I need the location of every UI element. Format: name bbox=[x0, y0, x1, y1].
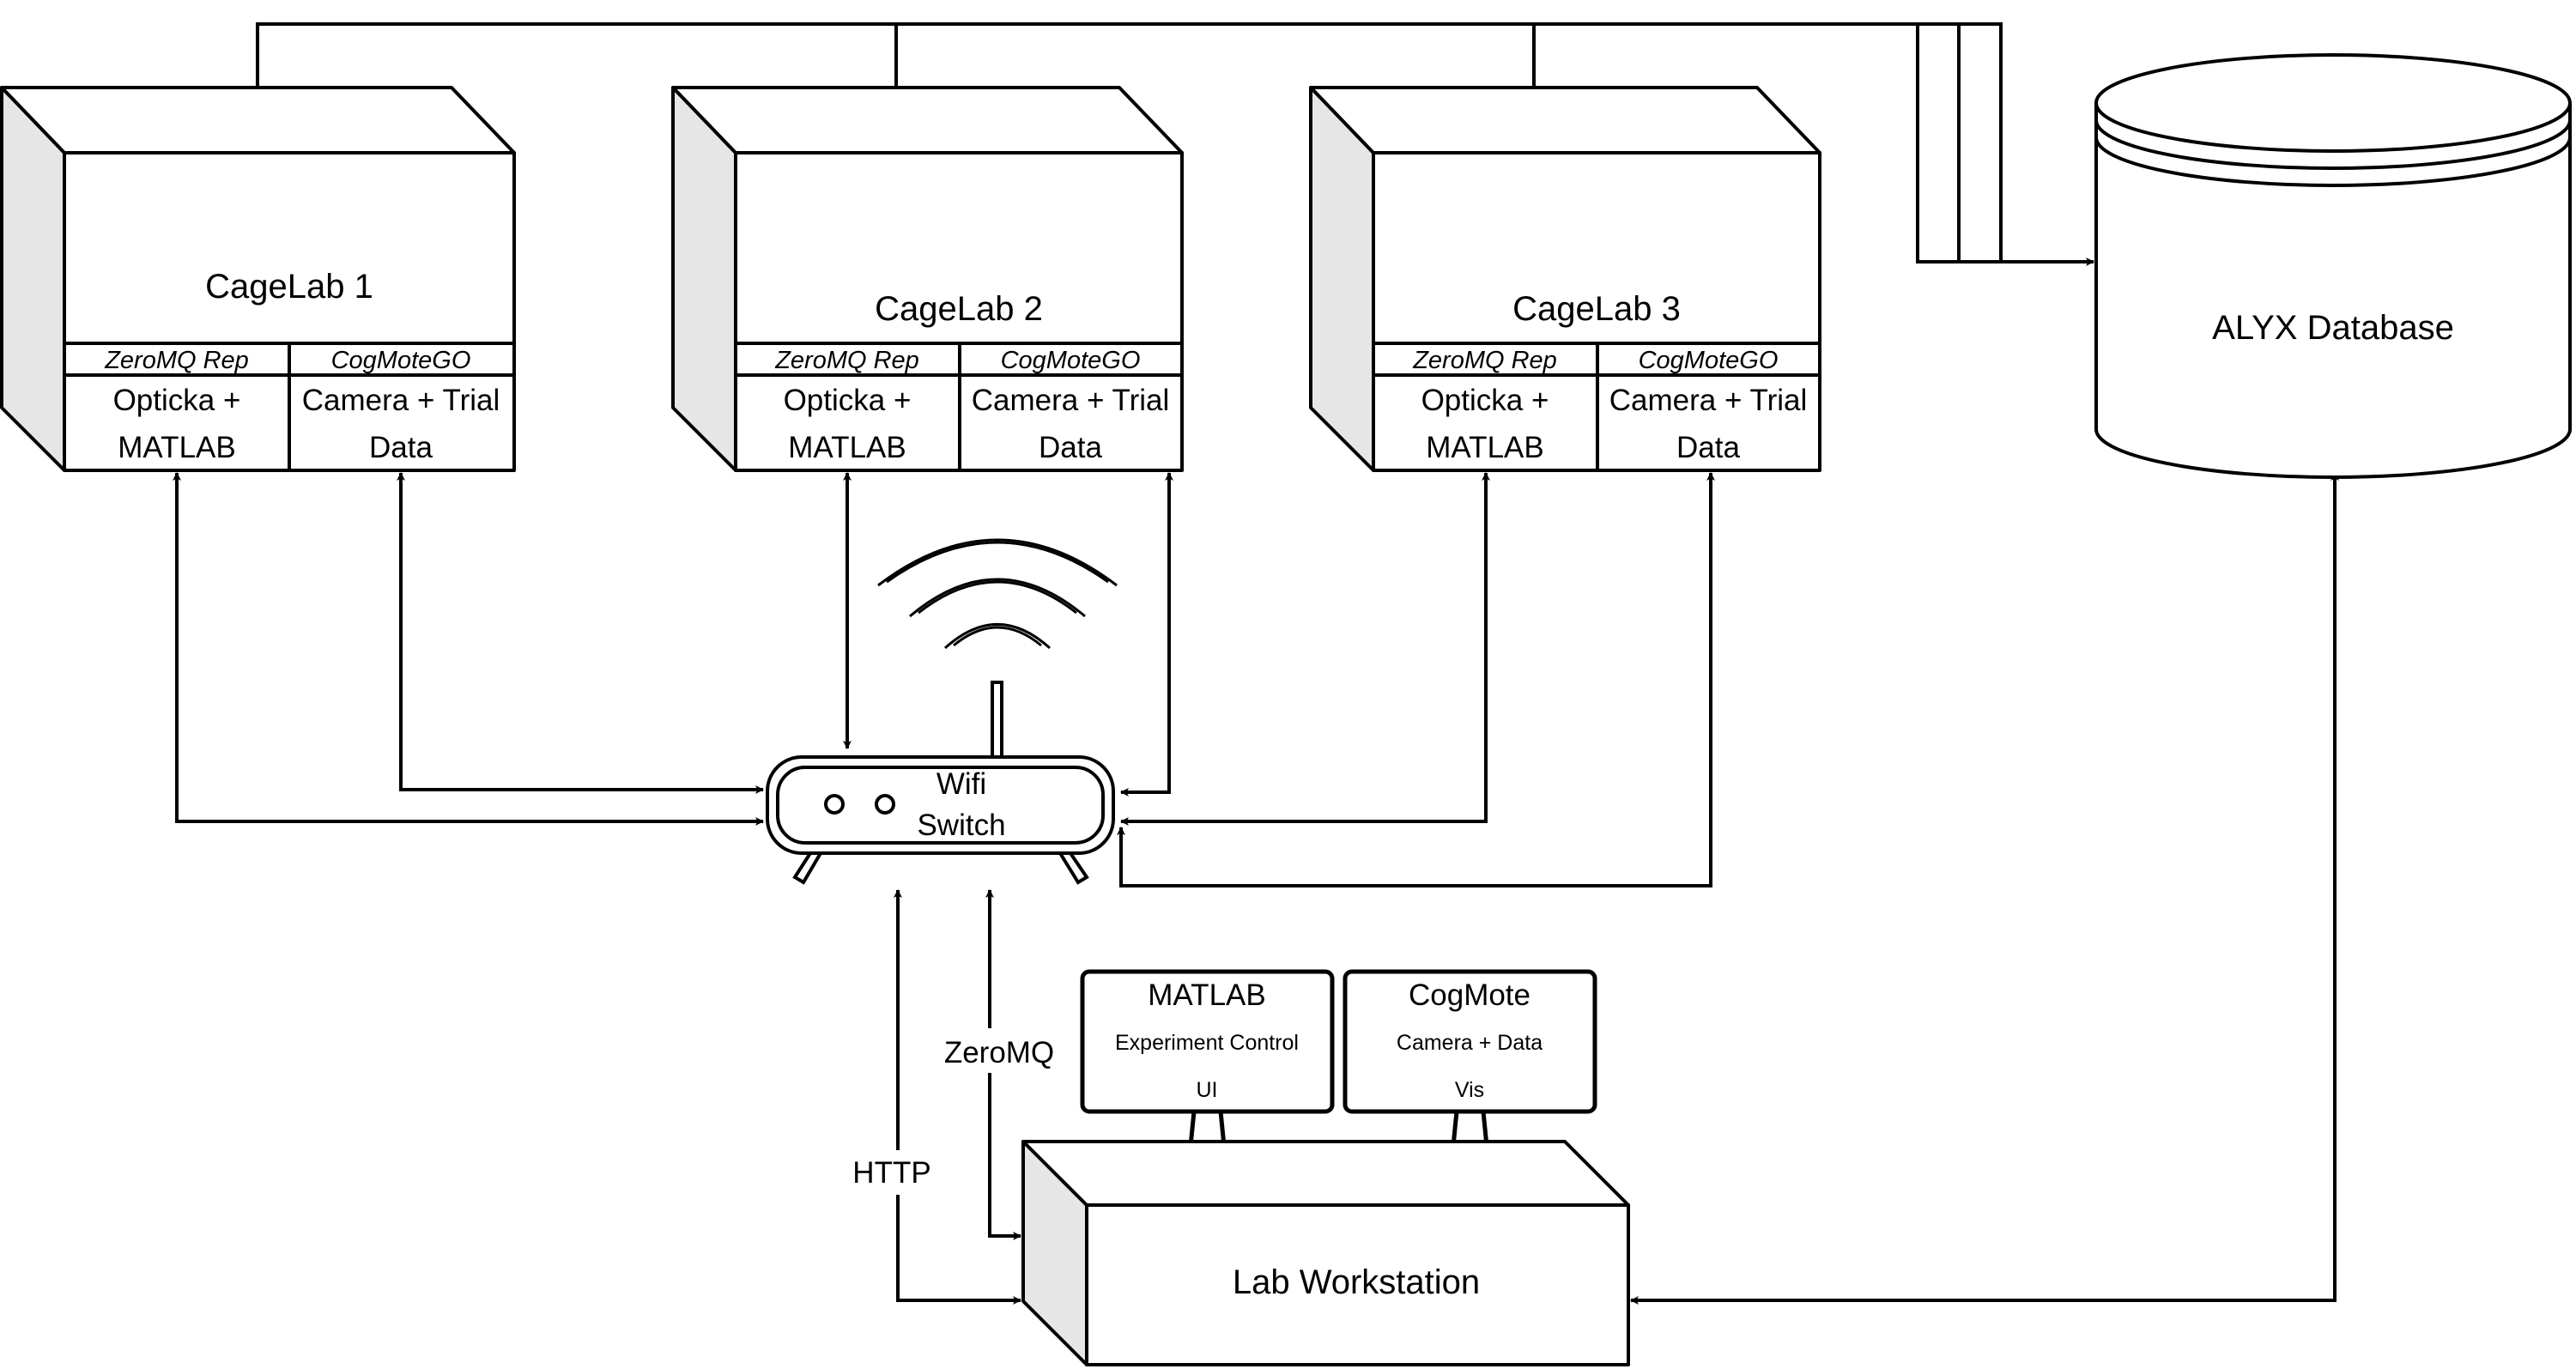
bus-to-database-arrow bbox=[1916, 24, 2094, 266]
zeromq-rep-label: ZeroMQ Rep bbox=[1412, 347, 1557, 374]
wifi-switch bbox=[766, 681, 1115, 885]
router-led bbox=[824, 794, 845, 815]
camera-label-line2: Data bbox=[1676, 431, 1740, 464]
opticka-label-line2: MATLAB bbox=[1426, 431, 1543, 464]
database-body bbox=[2094, 103, 2572, 479]
zeromq-edge-label: ZeroMQ bbox=[944, 1036, 1054, 1069]
router-led bbox=[875, 794, 895, 815]
cagelab-2 bbox=[671, 86, 1184, 472]
opticka-label-line1: Opticka + bbox=[1421, 384, 1549, 417]
opticka-label-line1: Opticka + bbox=[113, 384, 241, 417]
workstation-front-face bbox=[1085, 1203, 1630, 1366]
monitor-subtitle-line1: Experiment Control bbox=[1115, 1031, 1299, 1055]
switch-label-line2: Switch bbox=[917, 809, 1005, 842]
connectors bbox=[173, 22, 2339, 1305]
cagelab-1 bbox=[0, 86, 516, 472]
edge-cagelab1-opticka-switch bbox=[173, 472, 764, 826]
switch-label-line1: Wifi bbox=[936, 767, 986, 801]
zeromq-rep-label: ZeroMQ Rep bbox=[774, 347, 919, 374]
opticka-label-line1: Opticka + bbox=[784, 384, 912, 417]
camera-label-line1: Camera + Trial bbox=[972, 384, 1170, 417]
monitor-subtitle-line2: Vis bbox=[1455, 1078, 1484, 1102]
http-label-bg bbox=[843, 1150, 953, 1195]
monitor-subtitle-line2: UI bbox=[1197, 1078, 1218, 1102]
cogmotego-label: CogMoteGO bbox=[331, 347, 471, 374]
antenna bbox=[991, 681, 1003, 763]
cogmotego-label: CogMoteGO bbox=[1001, 347, 1141, 374]
database-label: ALYX Database bbox=[2212, 309, 2454, 347]
camera-label-line1: Camera + Trial bbox=[1609, 384, 1808, 417]
edge-cagelab2-cogmote-switch bbox=[1120, 472, 1173, 797]
edge-cagelab1-cogmote-switch bbox=[397, 472, 764, 794]
edge-cagelab3-opticka-switch bbox=[1120, 472, 1490, 826]
cagelab-top-face bbox=[1309, 86, 1821, 154]
cagelab-title: CageLab 2 bbox=[875, 290, 1043, 328]
http-edge-label: HTTP bbox=[852, 1156, 930, 1190]
camera-label-line1: Camera + Trial bbox=[302, 384, 500, 417]
camera-label-line2: Data bbox=[1039, 431, 1102, 464]
monitor-title: CogMote bbox=[1409, 978, 1530, 1012]
router-foot-left bbox=[792, 851, 824, 885]
router-body-inner bbox=[776, 766, 1105, 845]
lab-workstation bbox=[1021, 1140, 1630, 1366]
camera-label-line2: Data bbox=[369, 431, 433, 464]
database-top bbox=[2094, 53, 2572, 153]
zeromq-rep-label: ZeroMQ Rep bbox=[104, 347, 249, 374]
monitor-subtitle-line1: Camera + Data bbox=[1397, 1031, 1543, 1055]
workstation-top-face bbox=[1021, 1140, 1630, 1207]
cagelab-3 bbox=[1309, 86, 1821, 472]
zeromq-label-bg bbox=[932, 1028, 1066, 1073]
bus-line-cagelab1 bbox=[256, 22, 2003, 262]
cagelab-top-face bbox=[671, 86, 1184, 154]
wifi-signal-icon bbox=[877, 538, 1118, 650]
cagelab-top-face bbox=[0, 86, 516, 154]
opticka-label-line2: MATLAB bbox=[788, 431, 906, 464]
cogmotego-label: CogMoteGO bbox=[1639, 347, 1779, 374]
cagelab-title: CageLab 1 bbox=[205, 268, 373, 306]
workstation-label: Lab Workstation bbox=[1233, 1263, 1480, 1301]
alyx-database bbox=[2094, 53, 2572, 479]
monitor-title: MATLAB bbox=[1148, 978, 1265, 1012]
edge-cagelab3-cogmote-switch bbox=[1117, 472, 1715, 887]
opticka-label-line2: MATLAB bbox=[118, 431, 235, 464]
edge-database-workstation bbox=[1630, 472, 2339, 1305]
router-foot-right bbox=[1057, 851, 1089, 885]
edge-http-switch-workstation bbox=[894, 889, 1021, 1305]
cagelab-title: CageLab 3 bbox=[1512, 290, 1681, 328]
